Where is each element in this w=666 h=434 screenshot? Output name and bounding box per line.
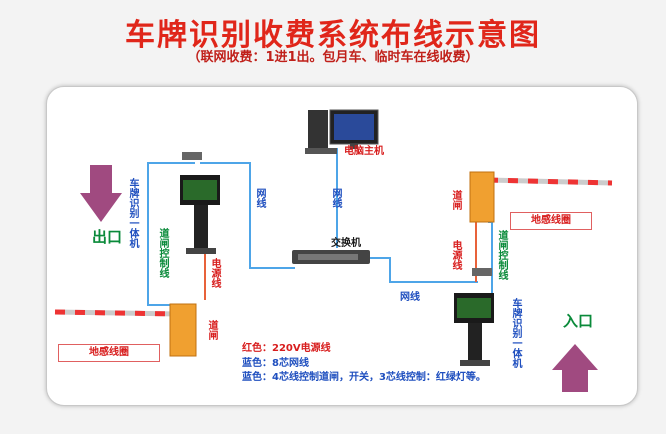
computer-icon bbox=[305, 109, 379, 154]
legend-red: 红色：220V电源线 bbox=[242, 343, 331, 354]
entrance-arrow-icon bbox=[552, 344, 598, 392]
legend-blue-network: 蓝色：8芯网线 bbox=[242, 358, 309, 369]
diagram-subtitle: （联网收费：1进1出。包月车、临时车在线收费） bbox=[187, 50, 479, 65]
diagram-title: 车牌识别收费系统布线示意图 bbox=[125, 18, 541, 53]
left-lpr-unit bbox=[180, 152, 220, 254]
right-loop-detector: 地感线圈 bbox=[510, 212, 592, 230]
right-lpr-label: 车牌识别一体机 bbox=[510, 298, 521, 368]
right-gate-control-label: 道闸控制线 bbox=[496, 230, 507, 280]
computer-label: 电脑主机 bbox=[344, 146, 384, 157]
right-barrier-gate bbox=[469, 171, 613, 223]
net-wire-left-switch bbox=[200, 162, 295, 269]
switch-label: 交换机 bbox=[331, 238, 361, 249]
left-barrier-gate bbox=[54, 303, 197, 357]
network-label-3: 网线 bbox=[400, 292, 420, 303]
left-power-label: 电源线 bbox=[209, 258, 220, 288]
right-power-label: 电源线 bbox=[450, 240, 461, 270]
right-lpr-unit bbox=[454, 268, 494, 366]
entrance-label: 入口 bbox=[563, 312, 594, 330]
network-label-2: 网线 bbox=[330, 188, 341, 208]
network-switch-icon bbox=[292, 250, 370, 264]
left-lpr-label: 车牌识别一体机 bbox=[127, 178, 138, 248]
net-wire-switch-right bbox=[370, 257, 478, 283]
legend-blue-control: 蓝色：4芯线控制道闸，开关，3芯线控制：红绿灯等。 bbox=[242, 372, 486, 383]
exit-label: 出口 bbox=[92, 228, 123, 246]
right-gate-label: 道闸 bbox=[450, 190, 461, 210]
left-gate-control-label: 道闸控制线 bbox=[157, 228, 168, 278]
left-gate-label: 道闸 bbox=[206, 320, 217, 340]
network-label-1: 网线 bbox=[254, 188, 265, 208]
net-wire-left-lpr bbox=[147, 162, 195, 306]
exit-arrow-icon bbox=[80, 165, 122, 222]
left-loop-detector: 地感线圈 bbox=[58, 344, 160, 362]
